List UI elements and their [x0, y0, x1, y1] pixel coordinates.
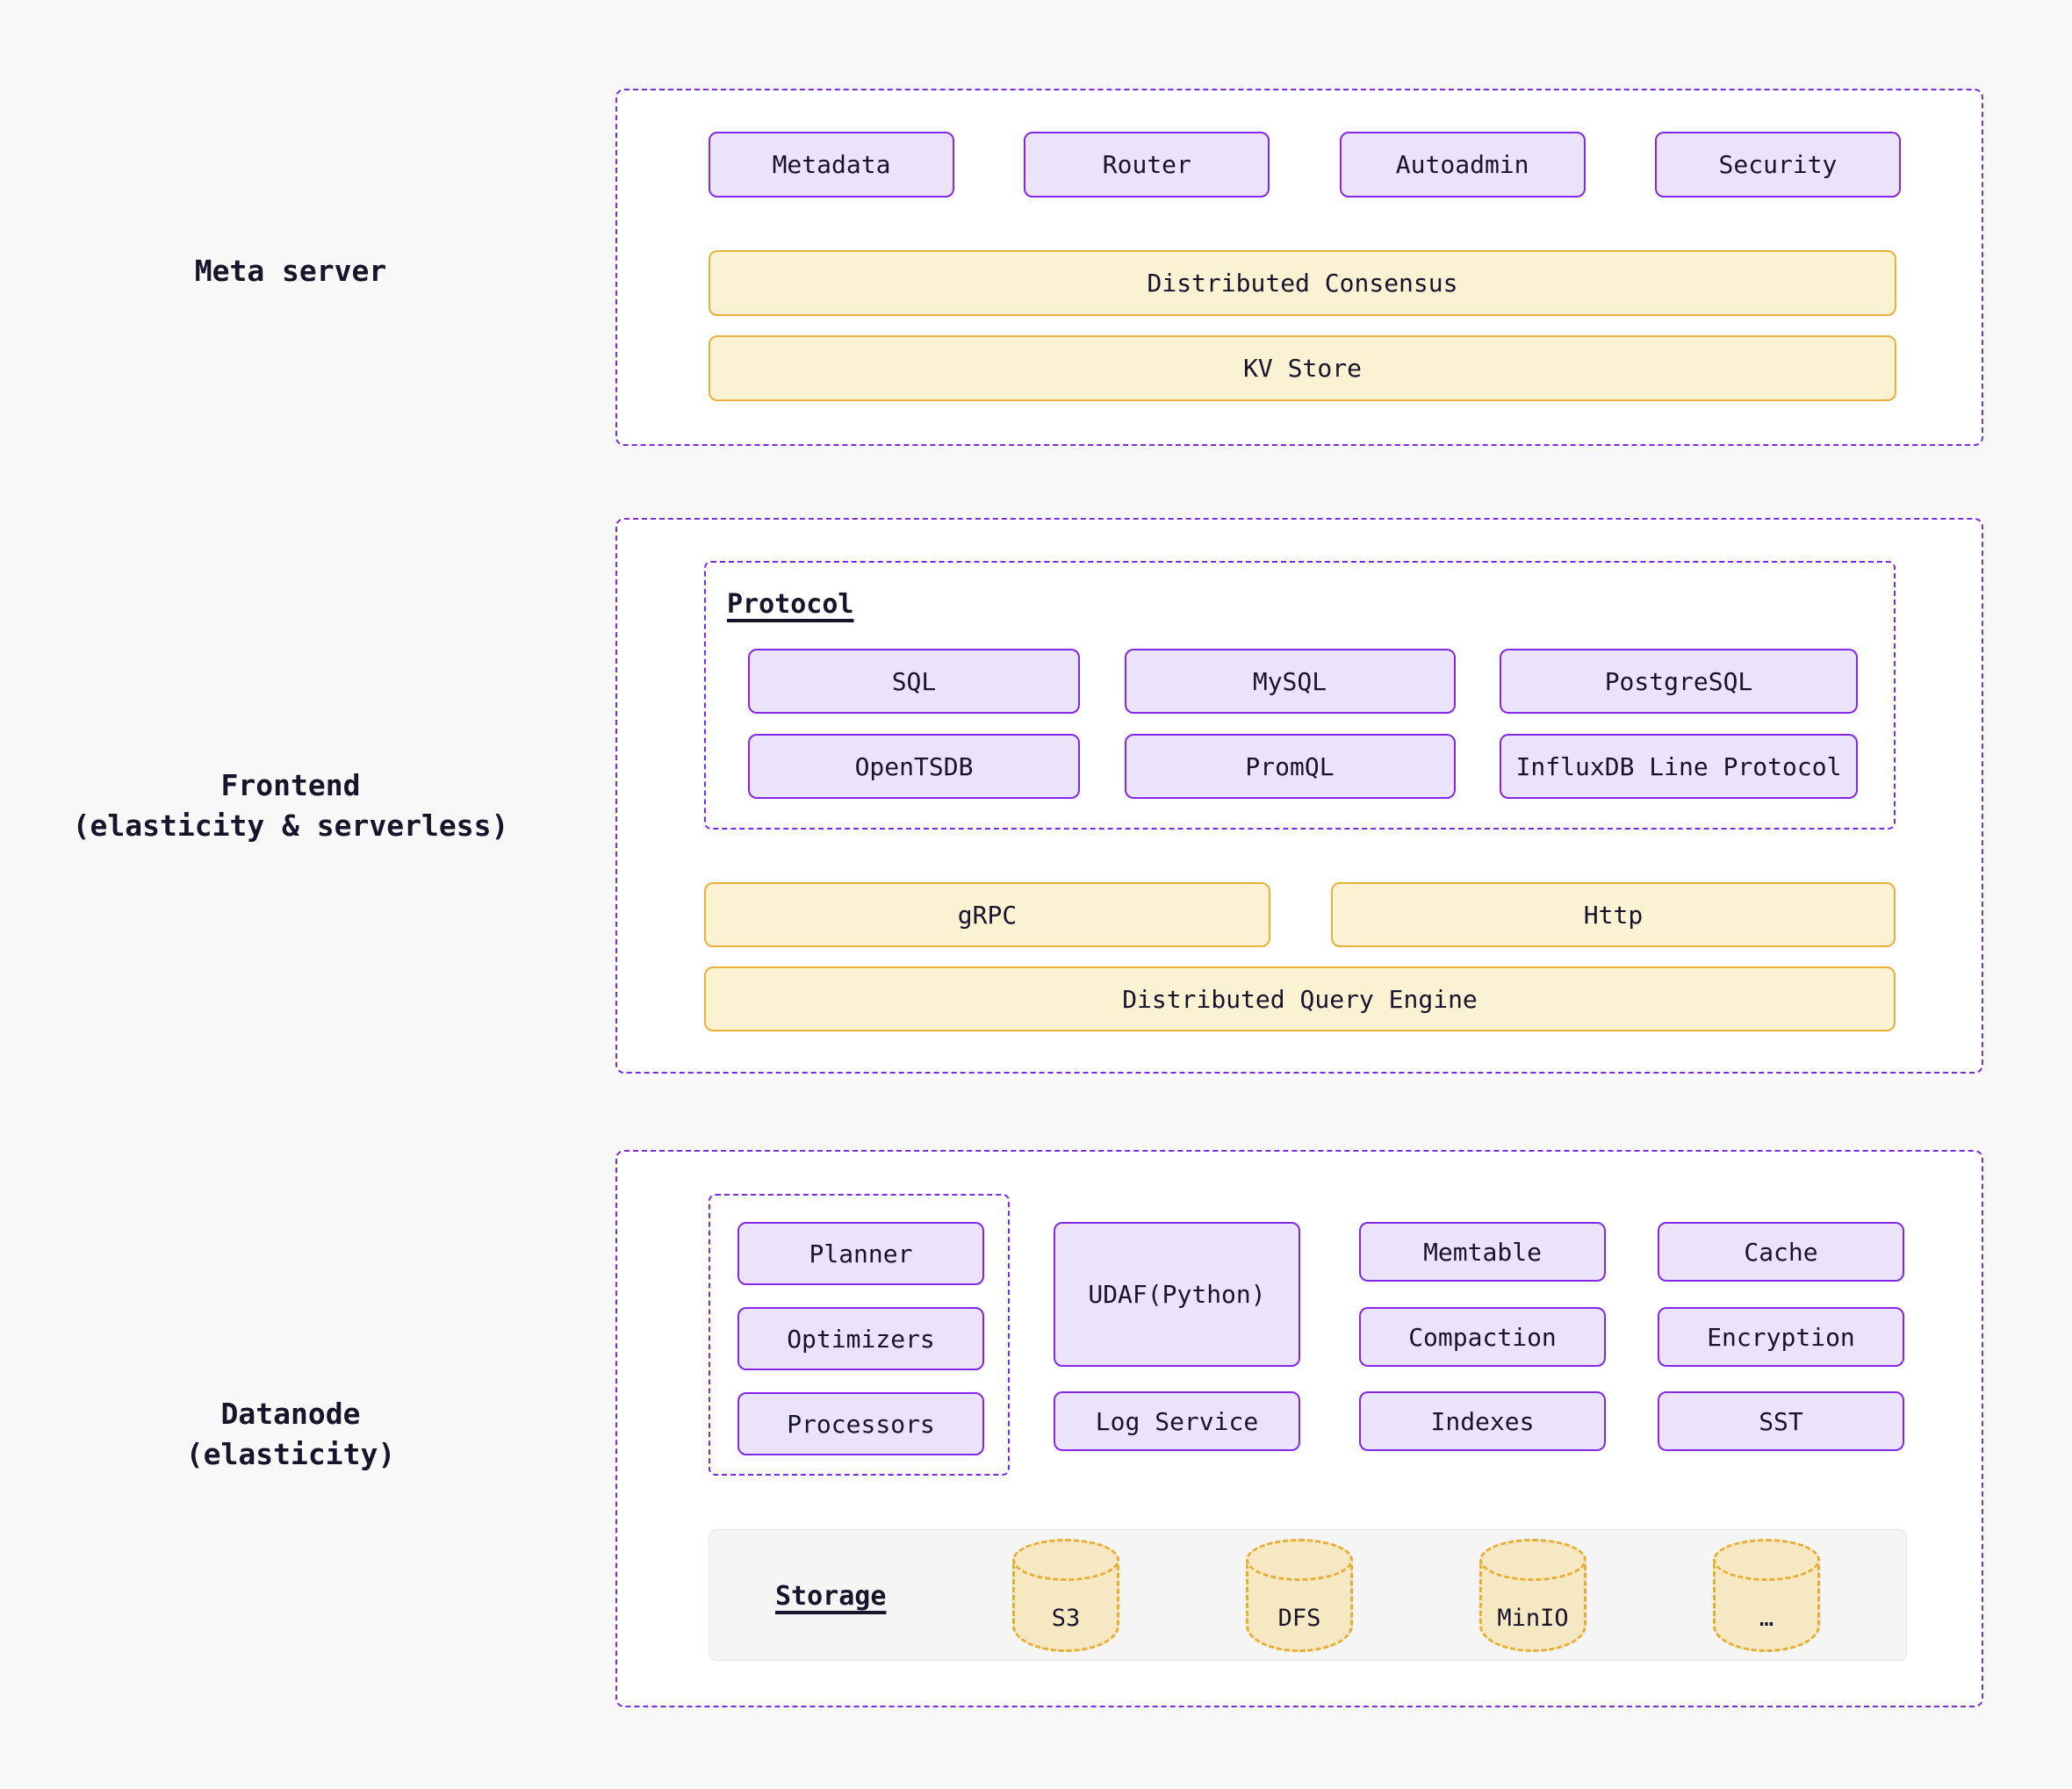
frontend-label-line2: (elasticity & serverless): [72, 808, 509, 843]
node-indexes: Indexes: [1359, 1391, 1606, 1451]
protocol-row-2: OpenTSDB PromQL InfluxDB Line Protocol: [748, 734, 1858, 799]
node-postgresql: PostgreSQL: [1500, 649, 1858, 714]
node-log-service: Log Service: [1054, 1391, 1300, 1451]
cylinder-s3-label: S3: [1051, 1604, 1081, 1632]
node-processors: Processors: [737, 1392, 984, 1455]
meta-services-row: Metadata Router Autoadmin Security: [709, 132, 1901, 198]
node-autoadmin: Autoadmin: [1339, 132, 1586, 198]
meta-server-container: Metadata Router Autoadmin Security Distr…: [615, 89, 1983, 446]
cylinder-dfs-label: DFS: [1277, 1604, 1321, 1632]
storage-backends-row: S3 DFS MinIO …: [1012, 1539, 1820, 1652]
meta-server-section-label: Meta server: [0, 251, 581, 291]
node-influxdb-line-protocol: InfluxDB Line Protocol: [1500, 734, 1858, 799]
node-router: Router: [1024, 132, 1270, 198]
datanode-container: Planner Optimizers Processors UDAF(Pytho…: [615, 1150, 1983, 1707]
node-encryption: Encryption: [1658, 1307, 1904, 1367]
protocol-group: Protocol SQL MySQL PostgreSQL OpenTSDB P…: [704, 561, 1896, 830]
datanode-label-line2: (elasticity): [185, 1437, 396, 1471]
node-metadata: Metadata: [709, 132, 954, 198]
cylinder-minio-label: MinIO: [1497, 1604, 1569, 1632]
frontend-section-label: Frontend (elasticity & serverless): [0, 765, 581, 846]
cylinder-other: …: [1713, 1539, 1820, 1652]
node-optimizers: Optimizers: [737, 1307, 984, 1370]
node-kv-store: KV Store: [709, 335, 1896, 401]
node-udaf-python: UDAF(Python): [1054, 1222, 1300, 1367]
cylinder-minio: MinIO: [1479, 1539, 1586, 1652]
storage-group-title: Storage: [775, 1581, 887, 1612]
node-promql: PromQL: [1124, 734, 1456, 799]
cylinder-other-label: …: [1759, 1604, 1774, 1632]
node-compaction: Compaction: [1359, 1307, 1606, 1367]
node-opentsdb: OpenTSDB: [748, 734, 1080, 799]
datanode-label-line1: Datanode: [220, 1397, 361, 1431]
cylinder-top: [1479, 1539, 1586, 1581]
datanode-section-label: Datanode (elasticity): [0, 1394, 581, 1475]
storage-group: Storage S3 DFS MinIO: [709, 1529, 1907, 1661]
node-distributed-consensus: Distributed Consensus: [709, 250, 1896, 316]
node-grpc: gRPC: [704, 882, 1270, 947]
node-mysql: MySQL: [1124, 649, 1456, 714]
protocol-row-1: SQL MySQL PostgreSQL: [748, 649, 1858, 714]
frontend-container: Protocol SQL MySQL PostgreSQL OpenTSDB P…: [615, 518, 1983, 1074]
node-sql: SQL: [748, 649, 1080, 714]
cylinder-top: [1246, 1539, 1353, 1581]
cylinder-top: [1012, 1539, 1119, 1581]
protocol-group-title: Protocol: [727, 589, 854, 620]
cylinder-s3: S3: [1012, 1539, 1119, 1652]
node-sst: SST: [1658, 1391, 1904, 1451]
cylinder-top: [1713, 1539, 1820, 1581]
node-cache: Cache: [1658, 1222, 1904, 1282]
node-distributed-query-engine: Distributed Query Engine: [704, 966, 1896, 1031]
node-planner: Planner: [737, 1222, 984, 1285]
planning-group: Planner Optimizers Processors: [709, 1194, 1010, 1476]
meta-server-label-text: Meta server: [194, 254, 387, 288]
frontend-label-line1: Frontend: [220, 768, 361, 802]
cylinder-dfs: DFS: [1246, 1539, 1353, 1652]
node-security: Security: [1654, 132, 1901, 198]
node-http: Http: [1331, 882, 1896, 947]
node-memtable: Memtable: [1359, 1222, 1606, 1282]
